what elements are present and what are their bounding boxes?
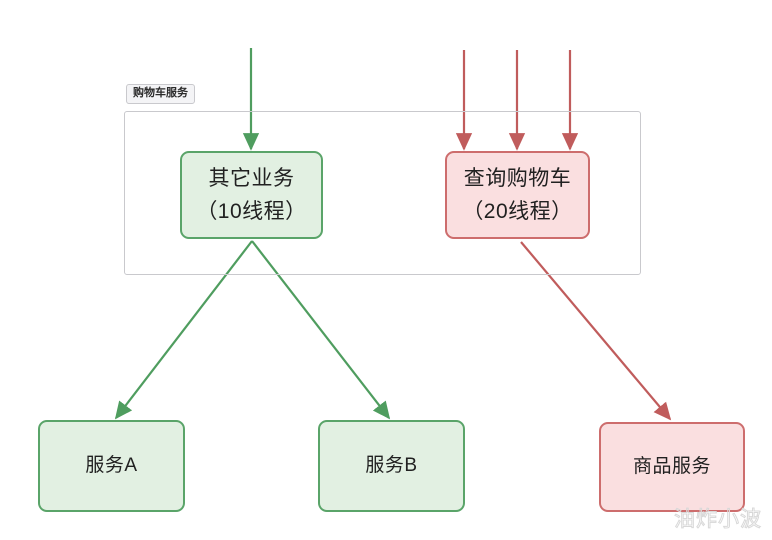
node-other-business-line1: 其它业务 [208, 167, 295, 190]
node-product-service-label: 商品服务 [632, 456, 711, 477]
node-other-business[interactable]: 其它业务 （10线程） [180, 151, 323, 239]
group-container-cart-service [124, 111, 641, 275]
node-query-cart-line1: 查询购物车 [463, 167, 572, 190]
node-service-a-label: 服务A [85, 455, 138, 476]
node-service-a[interactable]: 服务A [38, 420, 185, 512]
group-label-cart-service: 购物车服务 [126, 84, 195, 104]
watermark: 油炸小波 [674, 508, 762, 532]
node-query-cart[interactable]: 查询购物车 （20线程） [445, 151, 590, 239]
node-product-service[interactable]: 商品服务 [599, 422, 745, 512]
node-service-b[interactable]: 服务B [318, 420, 465, 512]
node-other-business-line2: （10线程） [196, 200, 307, 223]
node-service-b-label: 服务B [365, 455, 418, 476]
node-query-cart-line2: （20线程） [462, 200, 573, 223]
